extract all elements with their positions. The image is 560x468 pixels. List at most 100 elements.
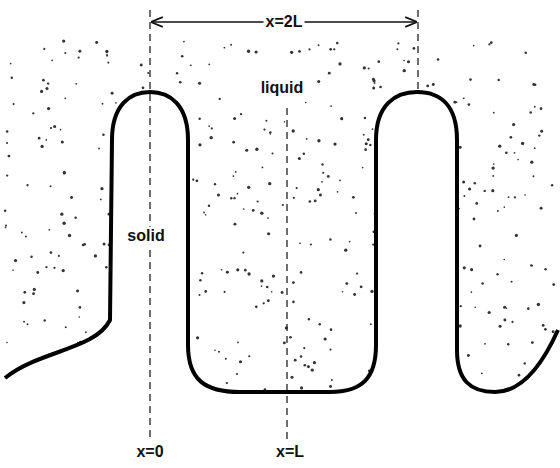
stipple-dot [303, 153, 305, 155]
stipple-dot [237, 193, 239, 195]
stipple-dot [32, 112, 34, 114]
stipple-dot [62, 39, 65, 42]
stipple-dot [321, 181, 323, 183]
stipple-dot [403, 69, 406, 72]
stipple-dot [350, 392, 353, 395]
stipple-dot [330, 105, 332, 107]
stipple-dot [105, 266, 107, 268]
stipple-dot [269, 133, 271, 135]
stipple-dot [515, 234, 518, 237]
stipple-dot [306, 138, 308, 140]
stipple-dot [509, 136, 512, 139]
stipple-dot [45, 87, 48, 90]
stipple-dot [141, 397, 144, 400]
stipple-dot [127, 129, 130, 132]
stipple-dot [310, 243, 312, 245]
position-label: x=L [274, 443, 306, 461]
stipple-dot [473, 45, 475, 47]
stipple-dot [122, 361, 125, 364]
stipple-dot [151, 155, 154, 158]
solid-liquid-interface [5, 92, 558, 392]
stipple-dot [399, 395, 402, 398]
stipple-dot [126, 168, 129, 171]
stipple-dot [514, 196, 516, 198]
stipple-dot [521, 390, 523, 392]
stipple-dot [36, 271, 39, 274]
stipple-dot [198, 117, 200, 119]
stipple-dot [365, 142, 368, 145]
stipple-dot [437, 58, 440, 61]
stipple-dot [432, 100, 435, 103]
stipple-dot [248, 355, 250, 357]
stipple-dot [114, 173, 117, 176]
stipple-dot [236, 373, 238, 375]
stipple-dot [262, 166, 264, 168]
stipple-dot [226, 271, 229, 274]
stipple-dot [300, 386, 303, 389]
stipple-dot [70, 196, 73, 199]
stipple-dot [405, 167, 408, 170]
stipple-dot [224, 47, 226, 49]
stipple-dot [422, 114, 425, 117]
stipple-dot [129, 276, 131, 278]
stipple-dot [534, 106, 536, 108]
stipple-dot [198, 294, 200, 296]
stipple-dot [232, 175, 234, 177]
stipple-dot [294, 359, 297, 362]
stipple-dot [219, 98, 221, 100]
stipple-dot [536, 372, 538, 374]
stipple-dot [208, 63, 210, 65]
stipple-dot [393, 188, 395, 190]
stipple-dot [236, 268, 239, 271]
stipple-dot [503, 319, 506, 322]
stipple-dot [51, 375, 53, 377]
stipple-dot [304, 364, 307, 367]
stipple-dot [98, 357, 101, 360]
stipple-dot [395, 232, 397, 234]
stipple-dot [106, 54, 108, 56]
stipple-dot [426, 84, 429, 87]
stipple-dot [5, 225, 7, 227]
stipple-dot [317, 80, 320, 83]
stipple-dot [27, 395, 30, 398]
stipple-dot [435, 171, 437, 173]
stipple-dot [424, 139, 427, 142]
stipple-dot [499, 325, 502, 328]
stipple-dot [436, 357, 439, 360]
stipple-dot [51, 60, 53, 62]
stipple-dot [474, 182, 476, 184]
stipple-dot [447, 286, 449, 288]
stipple-dot [387, 285, 389, 287]
stipple-dot [263, 128, 265, 130]
stipple-dot [208, 125, 210, 127]
stipple-dot [439, 370, 441, 372]
stipple-dot [322, 172, 324, 174]
stipple-dot [441, 185, 443, 187]
stipple-dot [110, 399, 112, 401]
stipple-dot [257, 200, 259, 202]
stipple-dot [214, 394, 216, 396]
stipple-dot [342, 291, 344, 293]
stipple-dot [474, 307, 476, 309]
stipple-dot [488, 311, 491, 314]
stipple-dot [62, 222, 65, 225]
stipple-dot [353, 293, 356, 296]
position-label: x=0 [134, 443, 165, 461]
stipple-dot [43, 48, 45, 50]
stipple-dot [21, 232, 23, 234]
stipple-dot [244, 269, 247, 272]
stipple-dot [154, 259, 156, 261]
stipple-dot [307, 365, 310, 368]
stipple-dot [142, 298, 145, 301]
stipple-dot [451, 377, 453, 379]
stipple-dot [337, 191, 339, 193]
stipple-dot [333, 48, 335, 50]
stipple-dot [195, 179, 198, 182]
stipple-dot [111, 92, 114, 95]
stipple-dot [50, 185, 52, 187]
stipple-dot [43, 319, 45, 321]
stipple-dot [210, 136, 213, 139]
stipple-dot [412, 235, 415, 238]
stipple-dot [161, 366, 164, 369]
stipple-dot [503, 306, 506, 309]
